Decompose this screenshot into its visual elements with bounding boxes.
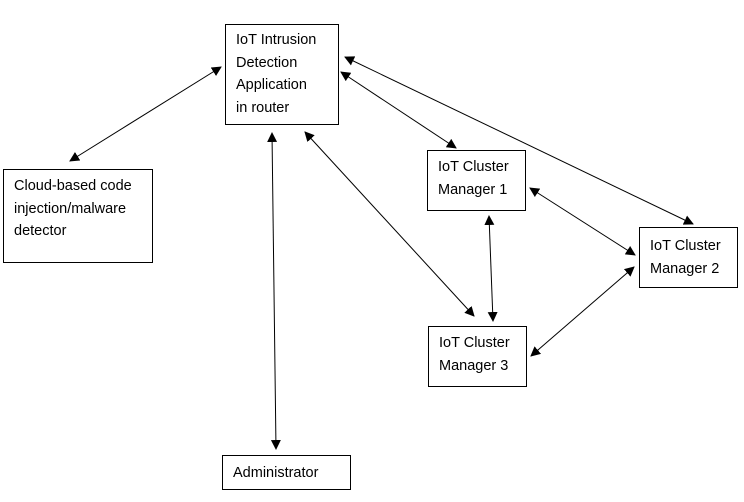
node-iot-cluster-manager-3: IoT Cluster Manager 3 [428,326,527,387]
edge-router-admin [267,132,281,450]
node-iot-cluster-manager-1: IoT Cluster Manager 1 [427,150,526,211]
edge-router-cloud [69,66,222,162]
edge-cm2-cm3 [530,266,635,357]
edge-cm1-cm2 [529,187,636,256]
node-iot-cluster-manager-2: IoT Cluster Manager 2 [639,227,738,288]
node-administrator: Administrator [222,455,351,490]
connections [69,56,694,450]
edge-cm1-cm3 [484,215,498,322]
node-cloud-malware-detector: Cloud-based code injection/malware detec… [3,169,153,263]
edge-router-cm3 [304,131,475,317]
node-iot-intrusion-detection-router: IoT Intrusion Detection Application in r… [225,24,339,125]
edge-router-cm1 [340,71,457,149]
